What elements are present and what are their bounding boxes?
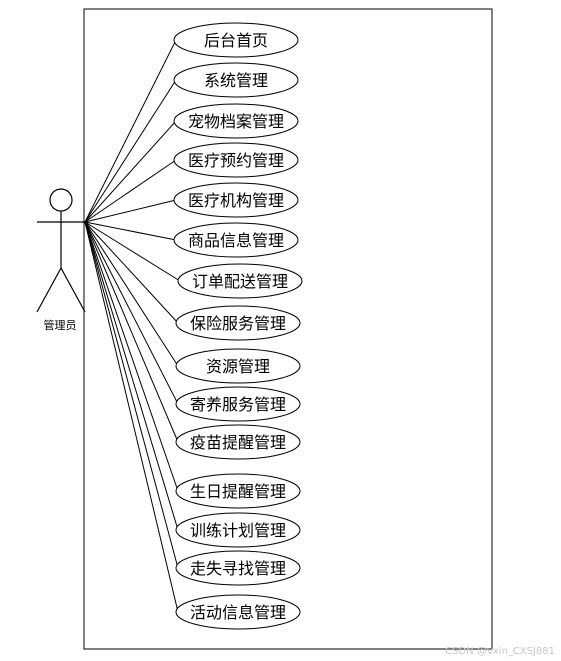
use-case-label: 寄养服务管理 bbox=[190, 395, 286, 414]
use-case-ellipse bbox=[175, 386, 301, 422]
use-case-ellipse bbox=[173, 142, 299, 178]
use-case: 走失寻找管理 bbox=[175, 550, 301, 586]
use-case: 训练计划管理 bbox=[175, 512, 301, 548]
association-line bbox=[84, 221, 179, 405]
association-line bbox=[84, 221, 179, 443]
watermark: CSDN @vxin_CXSJ881 bbox=[445, 646, 555, 657]
use-case: 商品信息管理 bbox=[173, 222, 299, 258]
use-case-ellipse bbox=[173, 22, 299, 58]
system-boundary bbox=[83, 8, 493, 650]
association-line bbox=[84, 221, 179, 367]
association-line bbox=[84, 221, 177, 241]
use-case-ellipse bbox=[175, 424, 301, 460]
use-case: 医疗预约管理 bbox=[173, 142, 299, 178]
use-case-ellipse bbox=[177, 263, 303, 299]
use-case-ellipse bbox=[175, 512, 301, 548]
actor-label: 管理员 bbox=[44, 318, 77, 332]
association-line bbox=[84, 79, 177, 223]
use-case-ellipse bbox=[175, 550, 301, 586]
association-line bbox=[84, 120, 177, 223]
use-case-label: 生日提醒管理 bbox=[190, 482, 286, 501]
use-case-label: 疫苗提醒管理 bbox=[190, 433, 286, 452]
use-case-ellipse bbox=[175, 594, 301, 630]
use-case: 订单配送管理 bbox=[177, 263, 303, 299]
association-line bbox=[84, 159, 177, 223]
association-line bbox=[84, 221, 179, 492]
use-case-label: 医疗机构管理 bbox=[188, 191, 284, 210]
use-case-label: 宠物档案管理 bbox=[188, 112, 284, 131]
actor-head bbox=[49, 188, 73, 212]
use-cases: 后台首页系统管理宠物档案管理医疗预约管理医疗机构管理商品信息管理订单配送管理保险… bbox=[173, 22, 303, 630]
use-case-ellipse bbox=[173, 62, 299, 98]
use-case-ellipse bbox=[173, 103, 299, 139]
association-line bbox=[84, 221, 179, 569]
use-case: 活动信息管理 bbox=[175, 594, 301, 630]
use-case-ellipse bbox=[173, 222, 299, 258]
association-line bbox=[84, 199, 177, 223]
use-case-ellipse bbox=[175, 348, 301, 384]
use-case-label: 后台首页 bbox=[204, 31, 268, 50]
association-line bbox=[84, 39, 177, 223]
use-case-ellipse bbox=[175, 473, 301, 509]
use-case: 系统管理 bbox=[173, 62, 299, 98]
actor-right-leg bbox=[60, 267, 86, 313]
association-line bbox=[84, 221, 179, 324]
use-case: 后台首页 bbox=[173, 22, 299, 58]
use-case-label: 医疗预约管理 bbox=[188, 151, 284, 170]
use-case: 资源管理 bbox=[175, 348, 301, 384]
association-line bbox=[84, 221, 179, 531]
use-case-label: 保险服务管理 bbox=[190, 314, 286, 333]
use-case-label: 系统管理 bbox=[204, 71, 268, 90]
use-case: 生日提醒管理 bbox=[175, 473, 301, 509]
use-case-ellipse bbox=[173, 182, 299, 218]
use-case-label: 活动信息管理 bbox=[190, 603, 286, 622]
use-case-label: 训练计划管理 bbox=[190, 521, 286, 540]
use-case: 宠物档案管理 bbox=[173, 103, 299, 139]
use-case-label: 走失寻找管理 bbox=[190, 559, 286, 578]
actor-left-leg bbox=[36, 267, 62, 313]
use-case-label: 商品信息管理 bbox=[188, 231, 284, 250]
use-case: 寄养服务管理 bbox=[175, 386, 301, 422]
use-case: 保险服务管理 bbox=[175, 305, 301, 341]
use-case: 疫苗提醒管理 bbox=[175, 424, 301, 460]
use-case-label: 资源管理 bbox=[206, 357, 270, 376]
association-lines bbox=[84, 39, 181, 613]
actor-admin: 管理员 bbox=[36, 188, 86, 332]
use-case: 医疗机构管理 bbox=[173, 182, 299, 218]
association-line bbox=[84, 221, 181, 282]
association-line bbox=[84, 221, 179, 613]
use-case-label: 订单配送管理 bbox=[192, 272, 288, 291]
use-case-ellipse bbox=[175, 305, 301, 341]
